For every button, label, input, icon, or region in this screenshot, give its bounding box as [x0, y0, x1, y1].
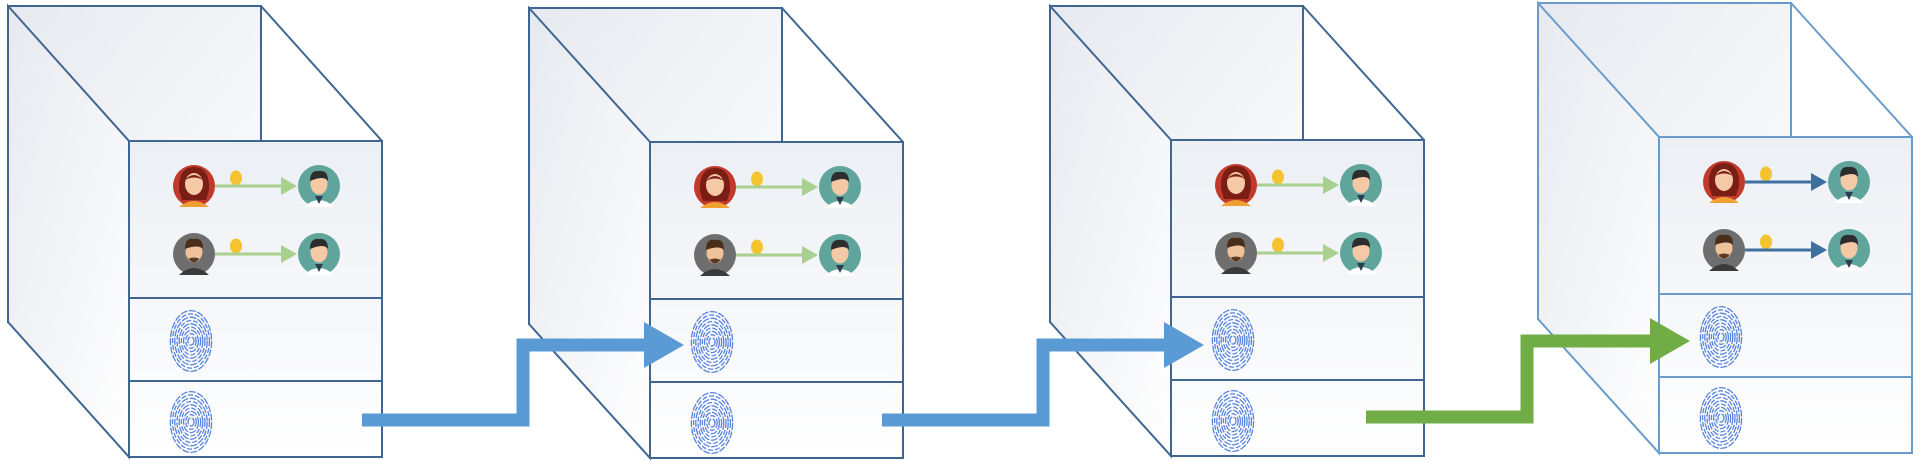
male-avatar-icon: [1828, 161, 1870, 203]
link-arrow-2: [882, 322, 1204, 427]
transfer-arrow: [1745, 241, 1827, 259]
coin-icon: [1272, 237, 1284, 253]
female-avatar-icon: [1215, 164, 1257, 206]
arrowhead: [644, 322, 684, 368]
transfer-arrow: [1257, 244, 1339, 262]
links-group: [362, 318, 1690, 427]
female-avatar-icon: [1703, 161, 1745, 203]
fingerprint-icon: [1211, 308, 1255, 372]
transfer-arrow: [215, 177, 297, 195]
male-avatar-icon: [1340, 232, 1382, 274]
link-arrow-1: [362, 322, 684, 427]
block-edge: [260, 5, 383, 142]
transfer-arrow: [215, 245, 297, 263]
fingerprint-icon: [690, 310, 734, 374]
block-edge: [1302, 5, 1425, 141]
female-avatar-icon: [694, 166, 736, 208]
fingerprint-icon: [690, 391, 734, 455]
bearded-avatar-icon: [1215, 232, 1257, 274]
male-avatar-icon: [819, 166, 861, 208]
bearded-avatar-icon: [1703, 229, 1745, 271]
transfer-arrow: [736, 178, 818, 196]
arrowhead: [1650, 318, 1690, 364]
male-avatar-icon: [298, 233, 340, 275]
block-4: [1537, 0, 1913, 456]
coin-icon: [1272, 169, 1284, 185]
bearded-avatar-icon: [173, 233, 215, 275]
block-edge: [1790, 2, 1913, 138]
link-arrow-3: [1366, 318, 1690, 424]
male-avatar-icon: [298, 165, 340, 207]
block-2: [528, 5, 904, 461]
fingerprint-icon: [1699, 305, 1743, 369]
coin-icon: [1760, 166, 1772, 182]
coin-icon: [1760, 234, 1772, 250]
male-avatar-icon: [1340, 164, 1382, 206]
fingerprint-icon: [169, 390, 213, 454]
male-avatar-icon: [1828, 229, 1870, 271]
transfer-arrow: [736, 246, 818, 264]
block-3: [1049, 3, 1425, 459]
arrowhead: [1164, 322, 1204, 368]
fingerprint-icon: [1699, 386, 1743, 450]
fingerprint-icon: [169, 309, 213, 373]
male-avatar-icon: [819, 234, 861, 276]
coin-icon: [751, 171, 763, 187]
fingerprint-icon: [1211, 389, 1255, 453]
block-edge: [781, 7, 904, 143]
bearded-avatar-icon: [694, 234, 736, 276]
transfer-arrow: [1257, 176, 1339, 194]
female-avatar-icon: [173, 165, 215, 207]
transfer-arrow: [1745, 173, 1827, 191]
block-1: [7, 3, 383, 460]
coin-icon: [230, 238, 242, 254]
blocks-group: [7, 0, 1913, 461]
coin-icon: [230, 170, 242, 186]
coin-icon: [751, 239, 763, 255]
